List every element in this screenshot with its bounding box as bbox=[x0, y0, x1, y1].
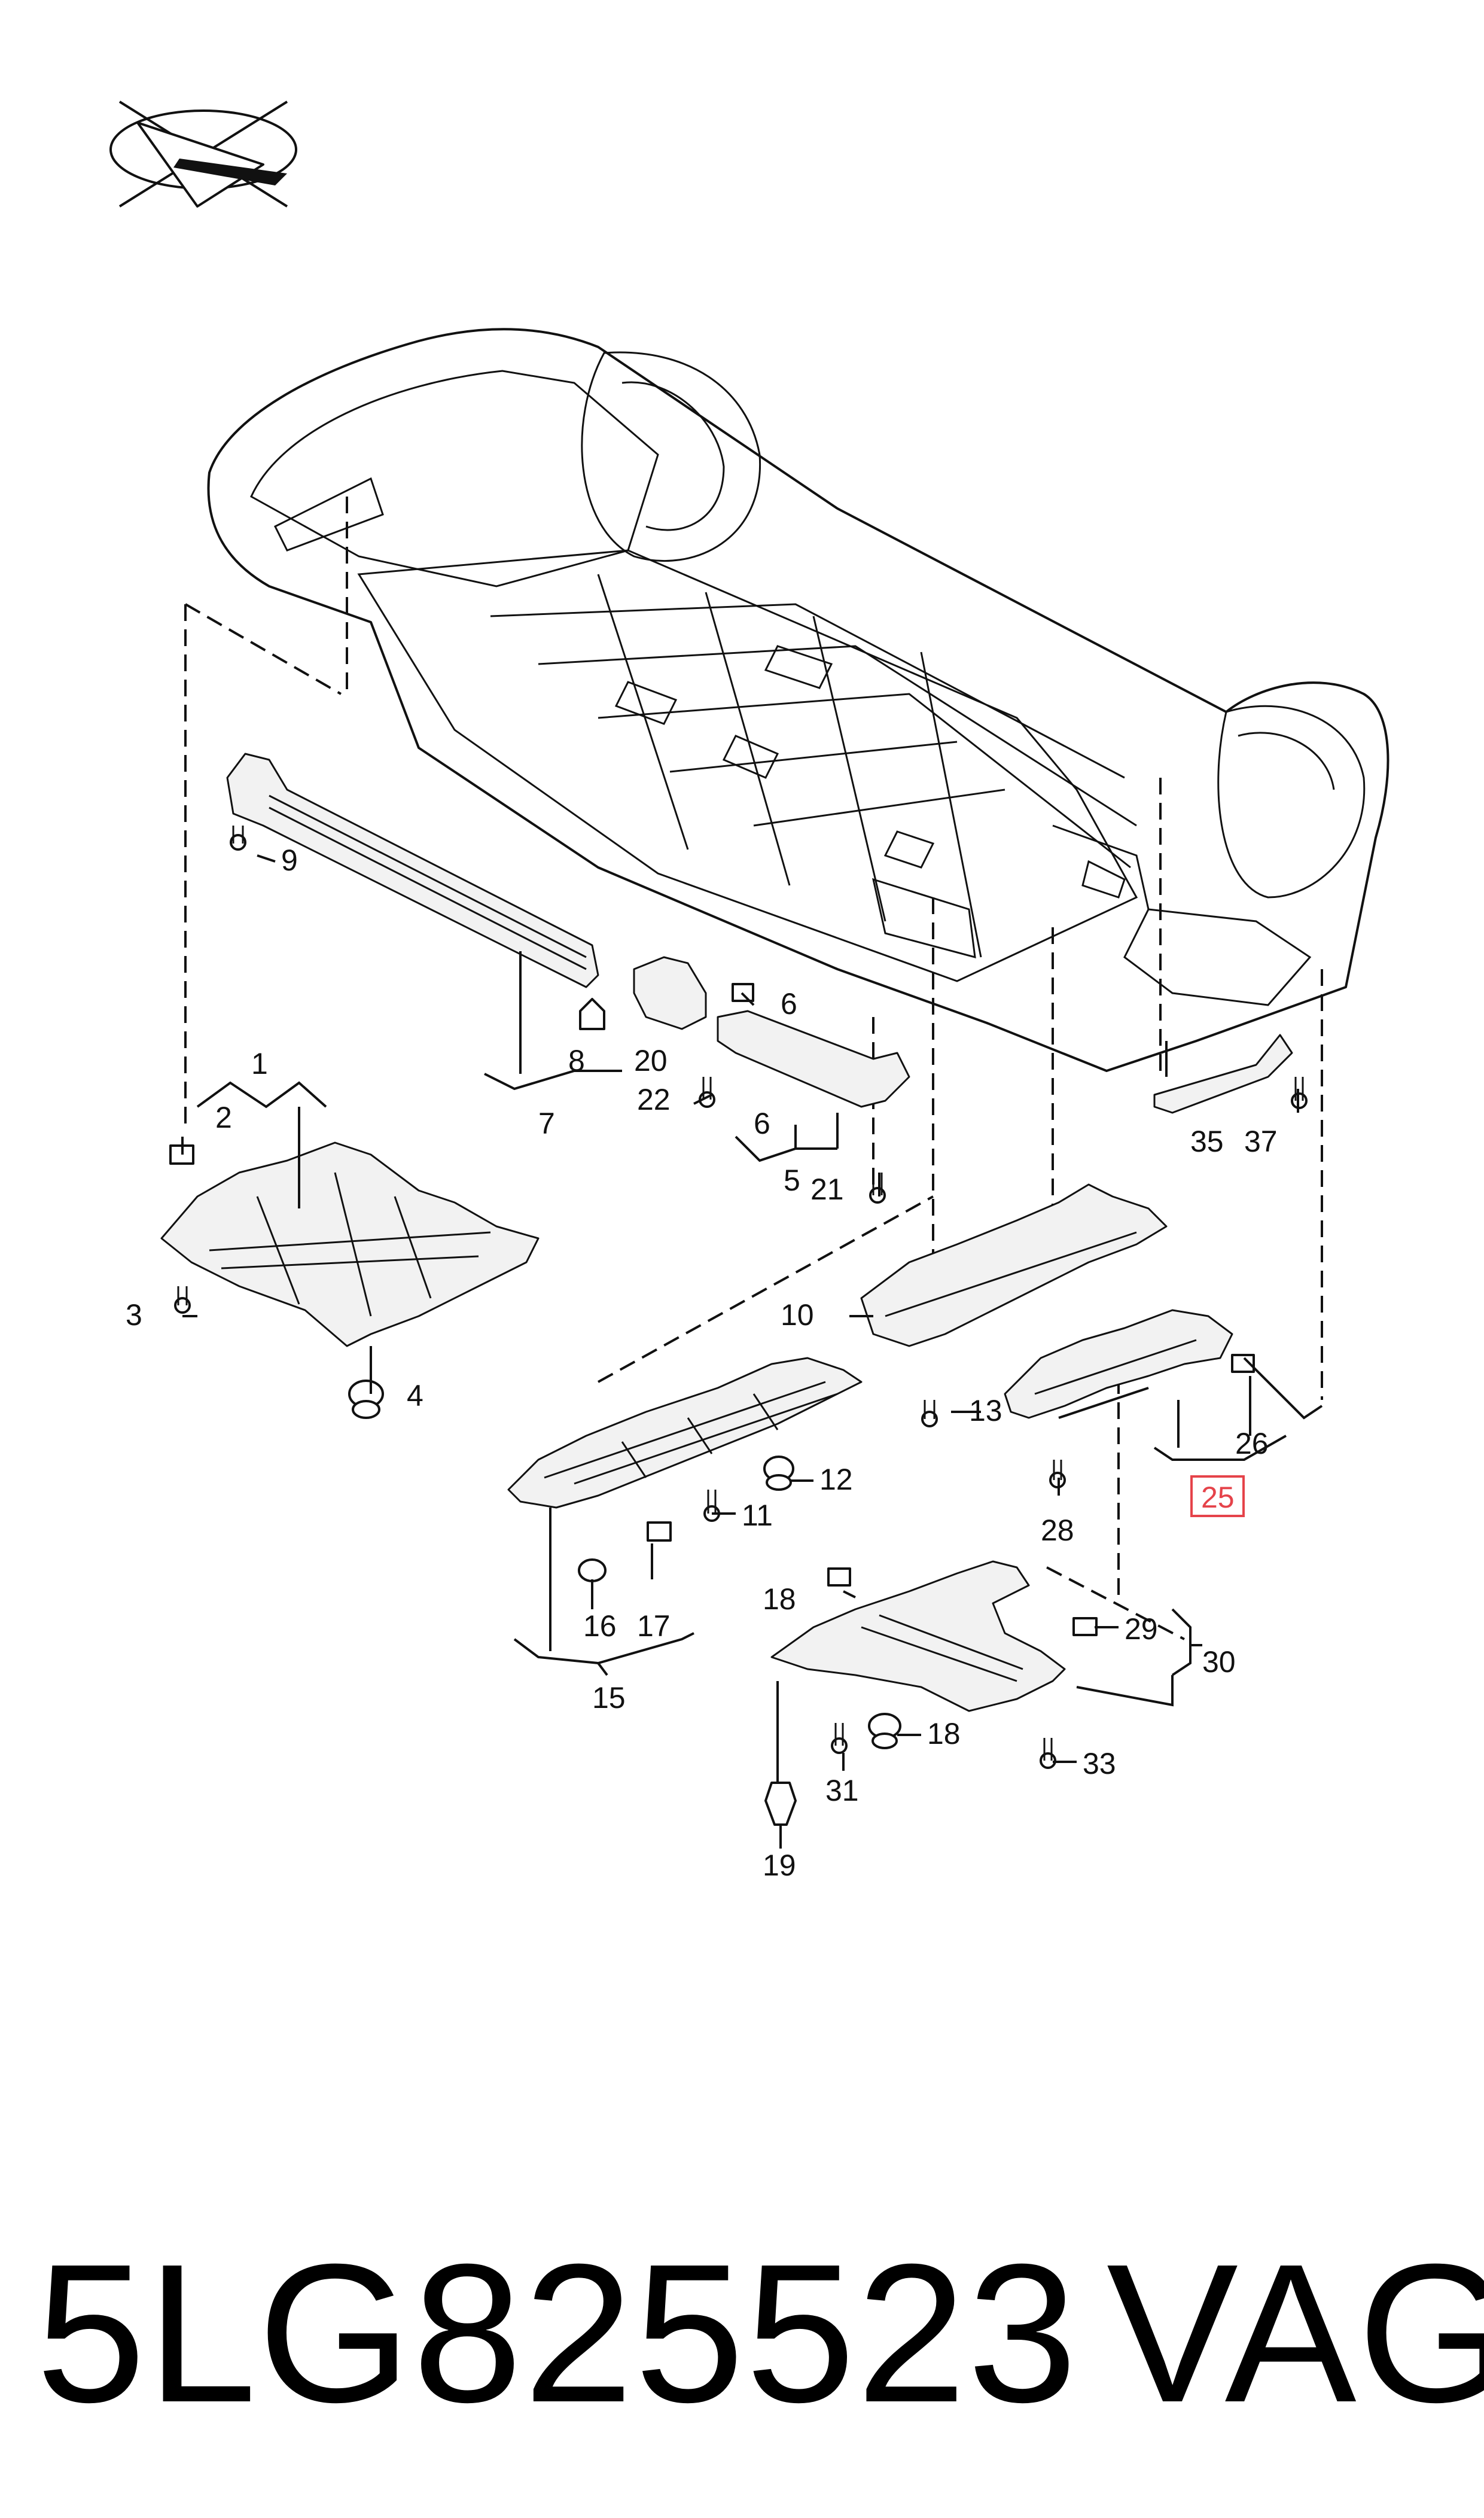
expansion-rivet-icon bbox=[578, 1558, 607, 1582]
callout-9: 9 bbox=[281, 844, 298, 877]
screw-icon bbox=[703, 1490, 720, 1522]
screw-icon bbox=[699, 1077, 715, 1108]
nut-icon bbox=[579, 998, 605, 1030]
push-clip-icon bbox=[764, 1782, 797, 1826]
highlight-box: 25 bbox=[1190, 1475, 1245, 1517]
callout-4: 4 bbox=[407, 1379, 423, 1412]
expansion-rivet-icon bbox=[763, 1456, 794, 1491]
callout-8: 8 bbox=[568, 1044, 585, 1077]
part-35-bracket bbox=[1153, 1034, 1293, 1114]
expansion-rivet-icon bbox=[868, 1713, 901, 1749]
callout-13: 13 bbox=[969, 1394, 1002, 1427]
clip-icon bbox=[732, 983, 754, 1002]
screw-icon bbox=[1040, 1738, 1056, 1769]
callout-33: 33 bbox=[1083, 1747, 1116, 1780]
screw-icon bbox=[831, 1723, 848, 1754]
orientation-arrow-icon bbox=[109, 101, 297, 208]
callout-16: 16 bbox=[583, 1609, 617, 1643]
callout-18b: 18 bbox=[927, 1717, 961, 1750]
callout-35: 35 bbox=[1190, 1125, 1224, 1158]
callout-7: 7 bbox=[538, 1107, 555, 1140]
callout-28: 28 bbox=[1041, 1514, 1074, 1547]
screw-icon bbox=[921, 1400, 938, 1427]
part-30-panel bbox=[770, 1560, 1066, 1712]
callout-26: 26 bbox=[1235, 1427, 1269, 1460]
callout-18a: 18 bbox=[763, 1582, 796, 1616]
callout-10: 10 bbox=[781, 1298, 814, 1332]
part-20-bracket bbox=[633, 956, 707, 1030]
part-10-panel bbox=[860, 1183, 1168, 1347]
callouts: 1 2 3 4 5 6 6 7 8 9 10 11 12 13 15 16 17… bbox=[126, 844, 1278, 1882]
callout-30: 30 bbox=[1202, 1645, 1236, 1679]
callout-20: 20 bbox=[634, 1044, 668, 1077]
callout-29: 29 bbox=[1125, 1612, 1158, 1646]
callout-25: 25 bbox=[1201, 1481, 1235, 1514]
leader-lines bbox=[181, 854, 1323, 1849]
callout-22: 22 bbox=[637, 1083, 671, 1116]
callout-5: 5 bbox=[784, 1164, 800, 1197]
exploded-parts-diagram: 1 2 3 4 5 6 6 7 8 9 10 11 12 13 15 16 17… bbox=[109, 101, 1389, 1882]
screw-icon bbox=[230, 826, 246, 851]
part-number: 5LG825523 bbox=[36, 2222, 1078, 2443]
screw-icon bbox=[174, 1286, 191, 1314]
vehicle-underbody bbox=[207, 328, 1389, 1072]
part-5-bracket bbox=[717, 1010, 910, 1108]
assembly-lines bbox=[184, 497, 1323, 1640]
callout-15: 15 bbox=[592, 1681, 626, 1715]
brand-label: VAG bbox=[1107, 2222, 1484, 2443]
callout-37: 37 bbox=[1244, 1125, 1278, 1158]
expansion-rivet-icon bbox=[348, 1380, 384, 1419]
callout-21: 21 bbox=[810, 1173, 844, 1206]
part-25-rear-panel bbox=[1004, 1309, 1233, 1419]
clip-icon bbox=[1072, 1617, 1098, 1636]
callout-11: 11 bbox=[742, 1499, 773, 1532]
part-7-sill-strip bbox=[226, 753, 599, 988]
callout-19: 19 bbox=[763, 1849, 796, 1882]
callout-17: 17 bbox=[637, 1609, 671, 1643]
callout-31: 31 bbox=[825, 1774, 859, 1807]
screw-icon bbox=[869, 1173, 886, 1204]
clip-icon bbox=[827, 1567, 851, 1587]
part-1-front-underbody-panel bbox=[160, 1141, 540, 1347]
clip-icon bbox=[647, 1521, 672, 1542]
callout-2: 2 bbox=[215, 1101, 232, 1134]
clip-icon bbox=[1231, 1354, 1255, 1373]
part-15-panel bbox=[507, 1357, 863, 1509]
callout-6b: 6 bbox=[754, 1107, 770, 1140]
callout-6a: 6 bbox=[781, 987, 797, 1021]
callout-12: 12 bbox=[819, 1463, 853, 1496]
callout-3: 3 bbox=[126, 1298, 142, 1332]
callout-1: 1 bbox=[251, 1047, 268, 1080]
